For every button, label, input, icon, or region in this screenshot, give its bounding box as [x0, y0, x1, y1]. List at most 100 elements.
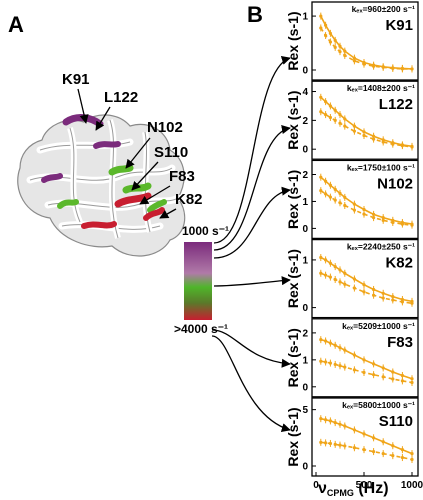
data-point: [328, 40, 332, 44]
data-point: [328, 104, 332, 108]
residue-label: K91: [62, 71, 90, 88]
data-point: [343, 117, 347, 121]
data-point: [338, 280, 342, 284]
data-point: [333, 108, 337, 112]
data-point: [328, 419, 332, 423]
data-point: [324, 360, 328, 364]
y-tick-label: 5: [302, 405, 308, 416]
y-axis-label: Rex (s-1): [285, 91, 301, 150]
data-point: [333, 442, 337, 446]
data-point: [352, 286, 356, 290]
kex-label: kₑₓ=5800±1000 s⁻¹: [342, 400, 415, 410]
scale-bottom-label: >4000 s⁻¹: [174, 322, 228, 336]
data-point: [400, 143, 404, 148]
x-tick-label: 0: [313, 480, 319, 491]
scale-to-panel-arrows: [211, 56, 291, 432]
data-point: [362, 370, 366, 375]
data-point: [362, 212, 366, 216]
panel-residue-label: K82: [385, 255, 413, 272]
data-point: [333, 343, 337, 347]
data-point: [362, 62, 366, 66]
data-point: [333, 45, 337, 49]
panel-a-label: A: [8, 12, 24, 37]
data-point: [338, 346, 342, 350]
data-point: [338, 191, 342, 195]
data-point: [333, 118, 337, 122]
chart-frame: [311, 80, 419, 160]
data-point: [372, 362, 376, 366]
x-axis-label-unit: (Hz): [354, 480, 389, 497]
residue-label: K82: [175, 191, 203, 208]
data-point: [324, 418, 328, 422]
data-point: [391, 454, 395, 458]
data-point: [352, 202, 356, 206]
data-point: [372, 436, 376, 440]
data-point: [400, 373, 404, 378]
data-point: [324, 273, 328, 277]
data-point: [324, 441, 328, 445]
data-point: [333, 264, 337, 269]
data-point: [343, 271, 347, 275]
chart-frame: [311, 397, 419, 477]
data-point: [391, 220, 395, 225]
data-point: [400, 455, 404, 460]
y-axis-label: Rex (s-1): [285, 407, 301, 466]
data-point: [381, 452, 385, 456]
data-point: [352, 353, 356, 357]
y-tick-label: 1: [302, 12, 308, 23]
data-point: [319, 26, 323, 30]
data-point: [352, 59, 356, 63]
data-point: [400, 379, 404, 383]
chart-frame: [311, 318, 419, 398]
y-tick-label: 2: [302, 170, 308, 181]
data-point: [362, 432, 366, 436]
y-tick-label: 0: [302, 382, 308, 393]
kex-label: kₑₓ=960±200 s⁻¹: [352, 4, 416, 14]
data-point: [324, 179, 328, 183]
data-point: [391, 377, 395, 381]
data-point: [410, 67, 414, 71]
residue-label: L122: [104, 89, 138, 106]
data-point: [381, 296, 385, 300]
y-axis-label: Rex (s-1): [285, 170, 301, 229]
data-point: [324, 33, 328, 38]
data-point: [343, 444, 347, 448]
data-point: [338, 44, 342, 48]
data-point: [381, 218, 385, 222]
data-point: [338, 364, 342, 368]
data-point: [338, 422, 342, 426]
data-point: [381, 140, 385, 144]
data-point: [319, 255, 323, 260]
y-axis-label: Rex (s-1): [285, 249, 301, 308]
data-point: [343, 348, 347, 352]
residue-label: S110: [154, 144, 188, 161]
y-tick-label: 1: [302, 255, 308, 266]
data-point: [324, 100, 328, 104]
data-point: [372, 449, 376, 454]
data-point: [352, 129, 356, 133]
data-point: [338, 443, 342, 447]
data-point: [324, 339, 328, 343]
data-point: [319, 95, 323, 99]
data-point: [362, 283, 366, 287]
data-point: [391, 370, 395, 374]
data-point: [324, 112, 328, 117]
data-point: [372, 137, 376, 141]
data-point: [333, 187, 337, 191]
data-point: [343, 49, 347, 53]
data-point: [319, 175, 323, 179]
panel-residue-label: S110: [379, 413, 413, 430]
data-point: [372, 287, 376, 292]
data-point: [319, 110, 323, 114]
data-point: [410, 380, 414, 385]
data-point: [352, 428, 356, 432]
data-point: [328, 441, 332, 446]
data-point: [333, 38, 337, 42]
data-point: [338, 268, 342, 272]
